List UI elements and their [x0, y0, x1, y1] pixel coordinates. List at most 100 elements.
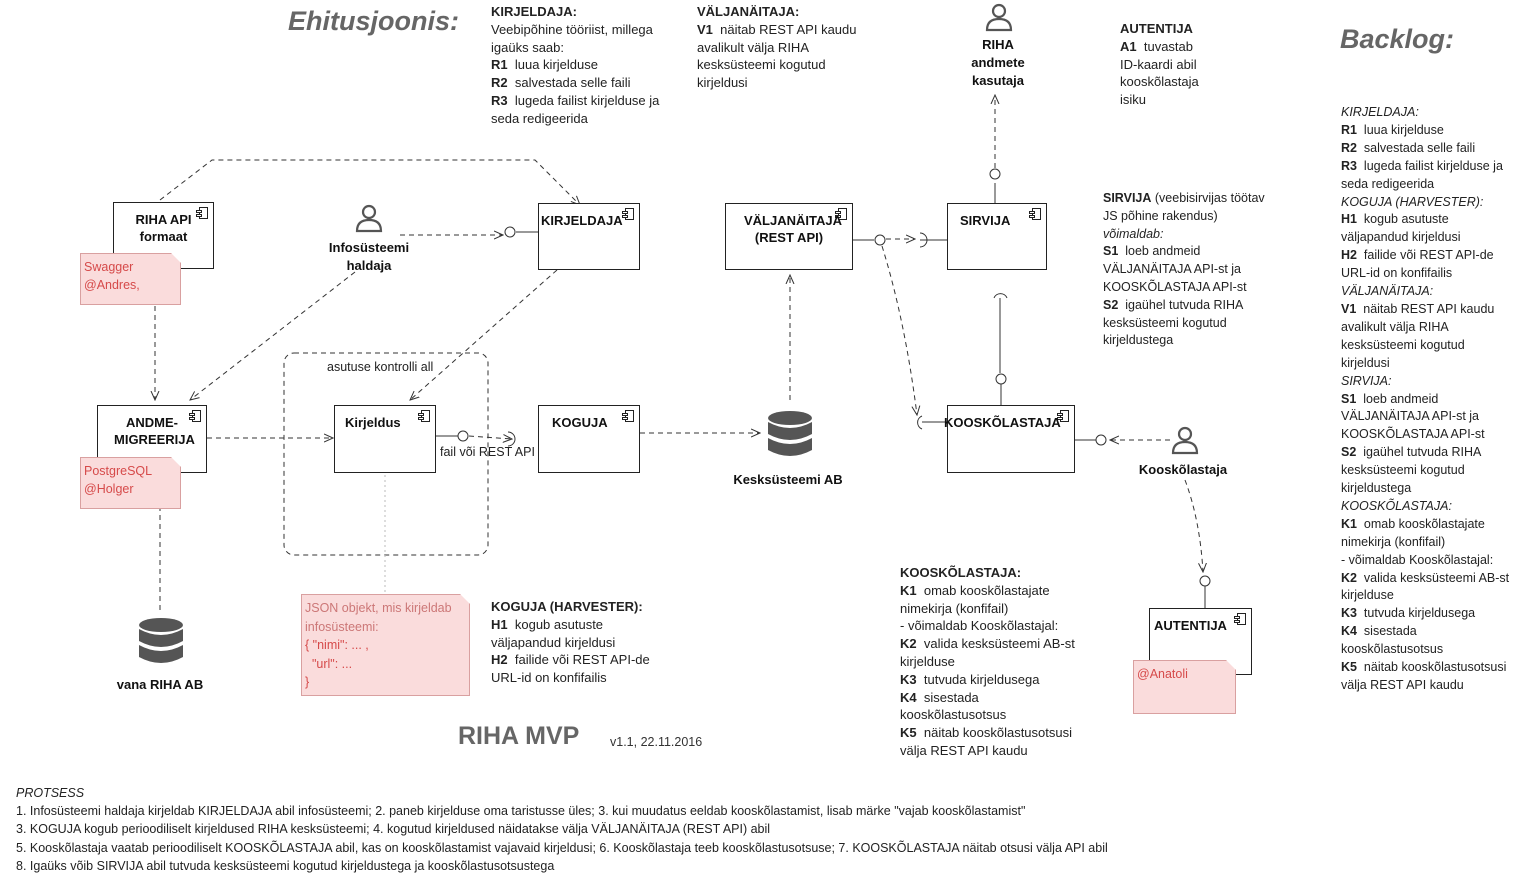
backlog-item: URL-id on konfifailis — [1341, 266, 1453, 281]
backlog-key: S2 — [1341, 445, 1357, 460]
note-line: @Anatoli — [1137, 667, 1188, 681]
backlog-item: R3 lugeda failist kirjelduse ja — [1341, 158, 1536, 176]
desc-line: kirjeldustega — [1103, 333, 1174, 348]
backlog-item: KOGUJA (HARVESTER): — [1341, 194, 1484, 209]
backlog-item: KOOSKÕLASTAJA API-st — [1341, 427, 1485, 442]
component-label: KIRJELDAJA — [541, 213, 623, 228]
desc-line: kirjelduse — [900, 653, 955, 669]
boundary-label: asutuse kontrolli all — [327, 360, 434, 374]
desc-item: K3 tutvuda kirjeldusega — [900, 671, 1100, 689]
backlog-item: SIRVIJA: — [1341, 373, 1392, 388]
desc-line: kirjeldusi — [697, 75, 748, 91]
component-label: SIRVIJA — [960, 213, 1011, 228]
desc-key: V1 — [697, 21, 713, 37]
backlog-item: K5 näitab kooskõlastusotsusi — [1341, 659, 1536, 677]
desc-value: failide või REST API-de — [514, 652, 650, 668]
desc-line: isiku — [1120, 92, 1147, 108]
backlog-key: K4 — [1341, 624, 1357, 639]
desc-kirjeldaja: KIRJELDAJA: Veebipõhine tööriist, milleg… — [491, 3, 681, 128]
component-icon — [835, 208, 847, 220]
note-line: } — [305, 675, 310, 690]
user-icon — [355, 204, 383, 233]
desc-item: K5 näitab kooskõlastusotsusi — [900, 724, 1100, 742]
desc-key: K5 — [900, 725, 917, 741]
backlog-item: R1 luua kirjelduse — [1341, 122, 1536, 140]
backlog-value: valida kesksüsteemi AB-st — [1356, 570, 1510, 585]
desc-autentija: AUTENTIJA A1 tuvastab ID-kaardi abil koo… — [1120, 20, 1230, 109]
desc-line: väljapandud kirjeldusi — [491, 634, 616, 650]
desc-key: K3 — [900, 671, 917, 687]
backlog-key: R2 — [1341, 140, 1357, 155]
desc-item: V1 näitab REST API kaudu — [697, 21, 877, 39]
backlog-key: K3 — [1341, 606, 1357, 621]
component-icon — [1029, 208, 1041, 220]
note-line: PostgreSQL — [84, 464, 153, 478]
actor-kooskolastaja: Kooskõlastaja — [1138, 462, 1228, 477]
desc-value: sisestada — [923, 689, 979, 705]
protsess-title: PROTSESS — [16, 786, 85, 800]
protsess-line: 8. Igaüks võib SIRVIJA abil tutvuda kesk… — [16, 858, 555, 873]
backlog-item: S2 igaühel tutvuda RIHA — [1341, 444, 1536, 462]
desc-key: R3 — [491, 92, 508, 108]
desc-kooskolastaja: KOOSKÕLASTAJA: K1 omab kooskõlastajate n… — [900, 564, 1100, 760]
desc-key: R2 — [491, 75, 508, 91]
backlog-value: tutvuda kirjeldusega — [1356, 606, 1476, 621]
desc-line: kooskõlastusotsus — [900, 707, 1007, 723]
desc-value: (veebisirvijas töötav — [1154, 191, 1265, 205]
actor-infosusteemi-haldaja: Infosüsteemi haldaja — [328, 240, 410, 273]
desc-sirvija: SIRVIJA (veebisirvijas töötav JS põhine … — [1103, 190, 1293, 350]
note-line: JSON objekt, mis kirjeldab — [305, 601, 452, 615]
desc-line: ID-kaardi abil — [1120, 56, 1197, 72]
database-icon — [139, 618, 183, 663]
desc-line: kesksüsteemi kogutud — [697, 57, 826, 73]
desc-line: kooskõlastaja — [1120, 74, 1199, 90]
backlog-value: loeb andmeid — [1356, 391, 1439, 406]
note-line: Swagger — [84, 260, 134, 274]
asutuse-boundary — [283, 352, 489, 556]
component-icon — [622, 208, 634, 220]
desc-line: VÄLJANÄITAJA API-st ja — [1103, 262, 1242, 277]
backlog-item: kirjelduse — [1341, 588, 1394, 603]
protsess-line: 5. Kooskõlastaja vaatab perioodiliselt K… — [16, 840, 1108, 855]
desc-item: A1 tuvastab — [1120, 38, 1230, 56]
desc-value: omab kooskõlastajate — [923, 582, 1050, 598]
desc-value: valida kesksüsteemi AB-st — [923, 636, 1075, 652]
component-koguja: KOGUJA — [538, 405, 640, 473]
backlog-item: K1 omab kooskõlastajate — [1341, 516, 1536, 534]
backlog-item: kirjeldusi — [1341, 355, 1390, 370]
backlog-item: VÄLJANÄITAJA API-st ja — [1341, 409, 1480, 424]
backlog-item: kooskõlastusotsus — [1341, 642, 1444, 657]
backlog-value: sisestada — [1356, 624, 1417, 639]
backlog-item: nimekirja (konfifail) — [1341, 534, 1446, 549]
desc-item: H2 failide või REST API-de — [491, 651, 681, 669]
desc-key: H1 — [491, 616, 508, 632]
backlog-item: K2 valida kesksüsteemi AB-st — [1341, 570, 1536, 588]
backlog-key: H2 — [1341, 248, 1357, 263]
component-label: KOGUJA — [552, 415, 608, 430]
backlog-value: kogub asutuste — [1356, 212, 1449, 227]
desc-key: K2 — [900, 636, 917, 652]
protsess-line: 3. KOGUJA kogub perioodiliselt kirjeldus… — [16, 822, 771, 837]
desc-key: S2 — [1103, 297, 1119, 312]
desc-line: - võimaldab Kooskõlastajal: — [900, 618, 1059, 634]
component-kirjeldus: Kirjeldus — [334, 405, 436, 473]
backlog-item: KIRJELDAJA: — [1341, 105, 1419, 119]
component-label: RIHA API formaat — [135, 212, 192, 244]
backlog-item: väljapandud kirjeldusi — [1341, 230, 1461, 245]
desc-line: JS põhine rakendus) — [1103, 208, 1218, 223]
component-icon — [1057, 410, 1069, 422]
edge-kirjeldaja-kirjeldus — [410, 269, 558, 400]
note-line: infosüsteemi: — [305, 619, 379, 634]
backlog-item: H2 failide või REST API-de — [1341, 247, 1536, 265]
desc-line: võimaldab: — [1103, 226, 1164, 241]
component-label: KOOSKÕLASTAJA — [944, 415, 1061, 430]
desc-value: näitab REST API kaudu — [720, 21, 857, 37]
edge-kirjeldus-koguja — [468, 436, 512, 439]
desc-value: salvestada selle faili — [514, 75, 631, 91]
desc-title: VÄLJANÄITAJA: — [697, 4, 800, 19]
desc-item: K4 sisestada — [900, 689, 1100, 707]
desc-item: H1 kogub asutuste — [491, 616, 681, 634]
desc-item: K2 valida kesksüsteemi AB-st — [900, 635, 1100, 653]
note-anatoli: @Anatoli — [1133, 660, 1236, 714]
